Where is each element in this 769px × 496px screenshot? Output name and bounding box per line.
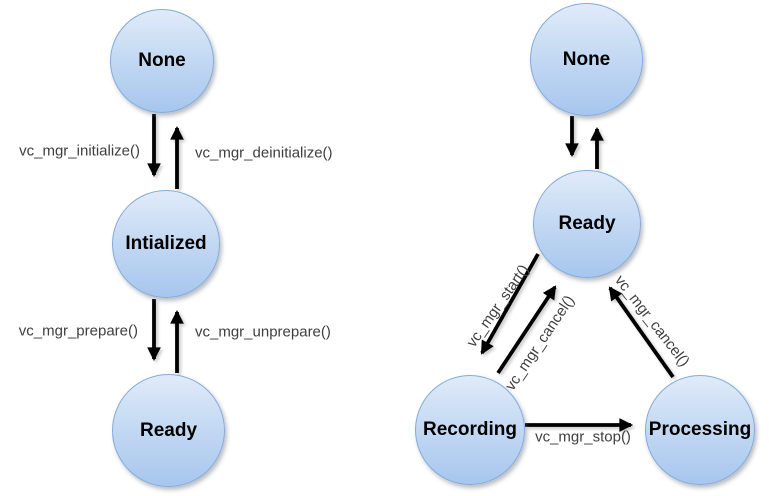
transition-label-unprepare: vc_mgr_unprepare() <box>195 323 331 341</box>
arrow-start-ready-to-recording <box>480 253 540 355</box>
state-label: Recording <box>423 419 517 440</box>
state-label: Ready <box>558 213 616 234</box>
state-none-right: None <box>530 3 643 116</box>
arrow-cancel-recording-to-ready <box>496 285 557 375</box>
state-recording: Recording <box>415 375 525 485</box>
state-ready-left: Ready <box>112 374 225 487</box>
transition-label-initialize: vc_mgr_initialize() <box>19 142 140 160</box>
arrow-cancel-processing-to-ready <box>608 286 675 379</box>
state-none-left: None <box>110 9 214 113</box>
state-ready-right: Ready <box>533 170 641 278</box>
state-processing: Processing <box>645 375 755 485</box>
state-label: None <box>138 50 186 71</box>
transition-label-prepare: vc_mgr_prepare() <box>18 322 138 340</box>
transition-label-stop: vc_mgr_stop() <box>535 428 631 446</box>
state-label: None <box>562 48 611 70</box>
state-label: Ready <box>139 419 198 441</box>
transition-label-deinitialize: vc_mgr_deinitialize() <box>195 144 333 162</box>
state-intialized: Intialized <box>112 190 220 298</box>
state-label: Processing <box>648 419 752 440</box>
state-label: Intialized <box>125 233 207 254</box>
